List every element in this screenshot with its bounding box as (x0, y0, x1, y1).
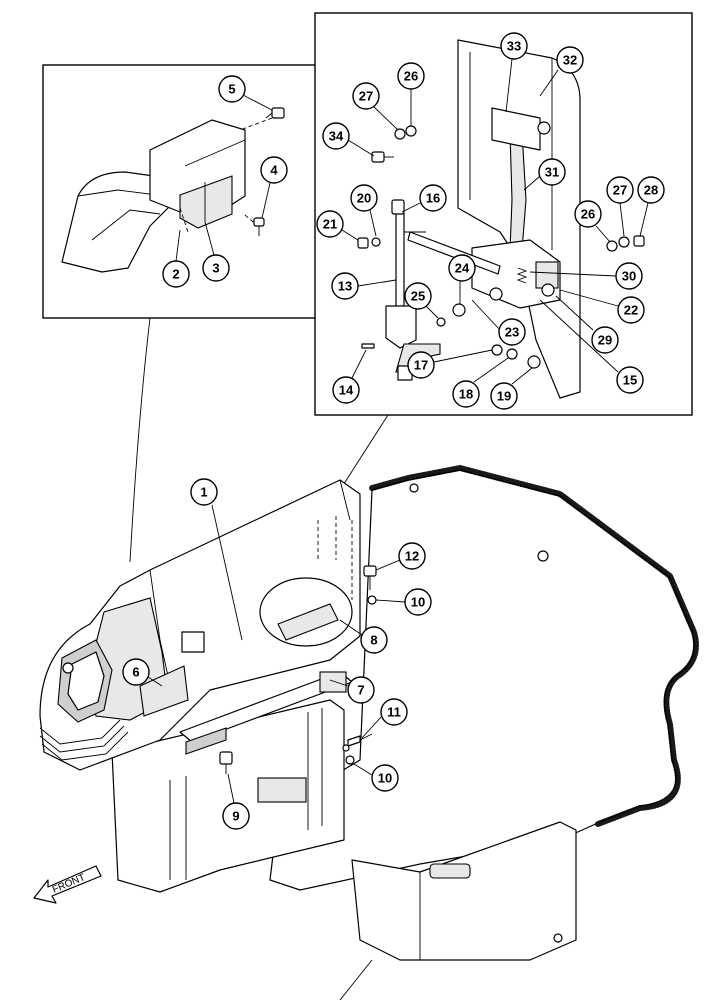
svg-text:33: 33 (507, 39, 521, 54)
svg-text:12: 12 (405, 549, 419, 564)
callout-10-lower (371, 764, 399, 792)
svg-text:32: 32 (563, 53, 577, 68)
callout-29 (591, 326, 619, 354)
svg-text:16: 16 (426, 191, 440, 206)
callout-24 (448, 254, 476, 282)
callout-22 (617, 296, 645, 324)
front-label: FRONT (51, 872, 87, 896)
callout-18 (452, 380, 480, 408)
svg-text:11: 11 (387, 705, 401, 720)
svg-text:29: 29 (598, 333, 612, 348)
screw-4-part (253, 217, 265, 236)
callout-15 (616, 366, 644, 394)
callout-21 (316, 210, 344, 238)
callout-16 (419, 184, 447, 212)
svg-text:24: 24 (455, 261, 470, 276)
svg-text:23: 23 (505, 325, 519, 340)
rod-part (395, 211, 405, 313)
callout-28 (637, 176, 665, 204)
svg-text:13: 13 (338, 279, 352, 294)
callout-32 (556, 46, 584, 74)
svg-text:26: 26 (404, 69, 418, 84)
main-assembly: FRONT (33, 464, 699, 1000)
callout-26-right (574, 200, 602, 228)
callout-23 (498, 318, 526, 346)
callout-10-upper (404, 588, 432, 616)
callout-20 (350, 184, 378, 212)
left-inset (42, 64, 319, 319)
callout-19 (490, 382, 518, 410)
svg-text:17: 17 (414, 358, 428, 373)
svg-text:8: 8 (370, 633, 377, 648)
callout-27-top (352, 82, 380, 110)
svg-text:26: 26 (581, 207, 595, 222)
svg-text:19: 19 (497, 389, 511, 404)
console-cutout-part (139, 665, 189, 717)
svg-text:34: 34 (329, 129, 344, 144)
svg-text:4: 4 (270, 163, 278, 178)
callout-2 (162, 260, 190, 288)
svg-text:22: 22 (624, 303, 638, 318)
svg-text:25: 25 (411, 289, 425, 304)
callout-3 (202, 254, 230, 282)
svg-text:9: 9 (232, 809, 239, 824)
callout-31 (538, 158, 566, 186)
callout-5 (218, 75, 246, 103)
bolt-12-part (363, 565, 377, 590)
callout-25 (404, 282, 432, 310)
callout-6 (122, 658, 150, 686)
callout-12 (398, 542, 426, 570)
floor-seal-part (369, 464, 699, 827)
svg-text:28: 28 (644, 183, 658, 198)
callout-30 (615, 262, 643, 290)
callout-27-right (606, 176, 634, 204)
svg-text:31: 31 (545, 165, 559, 180)
svg-text:14: 14 (339, 383, 354, 398)
console-oval-cutout-part (259, 577, 353, 647)
svg-text:15: 15 (623, 373, 637, 388)
svg-text:3: 3 (212, 261, 219, 276)
callout-33 (500, 32, 528, 60)
lower-panel-part (351, 821, 577, 961)
callout-1 (190, 478, 218, 506)
callout-17 (407, 351, 435, 379)
svg-text:21: 21 (323, 217, 337, 232)
callout-26-top (397, 62, 425, 90)
svg-text:27: 27 (359, 89, 373, 104)
callout-13 (331, 272, 359, 300)
svg-text:30: 30 (622, 269, 636, 284)
left-inset-leader (129, 317, 151, 563)
callout-9 (222, 802, 250, 830)
svg-text:5: 5 (228, 82, 235, 97)
svg-text:27: 27 (613, 183, 627, 198)
callout-34 (322, 122, 350, 150)
svg-text:20: 20 (357, 191, 371, 206)
bolt-9-part (219, 751, 233, 774)
callout-4 (260, 156, 288, 184)
svg-text:7: 7 (357, 683, 364, 698)
callout-8 (360, 626, 388, 654)
svg-text:6: 6 (132, 665, 139, 680)
callout-7 (347, 676, 375, 704)
front-arrow-icon: FRONT (33, 865, 102, 904)
svg-text:10: 10 (378, 771, 392, 786)
callout-11 (380, 698, 408, 726)
screw-5-part (265, 107, 285, 119)
svg-text:2: 2 (172, 267, 179, 282)
callout-14 (332, 376, 360, 404)
joystick-part (57, 639, 113, 723)
right-inset (314, 12, 693, 416)
callouts: 1 2 3 4 5 6 7 8 9 10 (122, 32, 665, 830)
svg-text:10: 10 (411, 595, 425, 610)
svg-text:18: 18 (459, 387, 473, 402)
console-cover-part (61, 171, 179, 273)
right-inset-leader (339, 414, 389, 491)
svg-text:1: 1 (200, 485, 207, 500)
